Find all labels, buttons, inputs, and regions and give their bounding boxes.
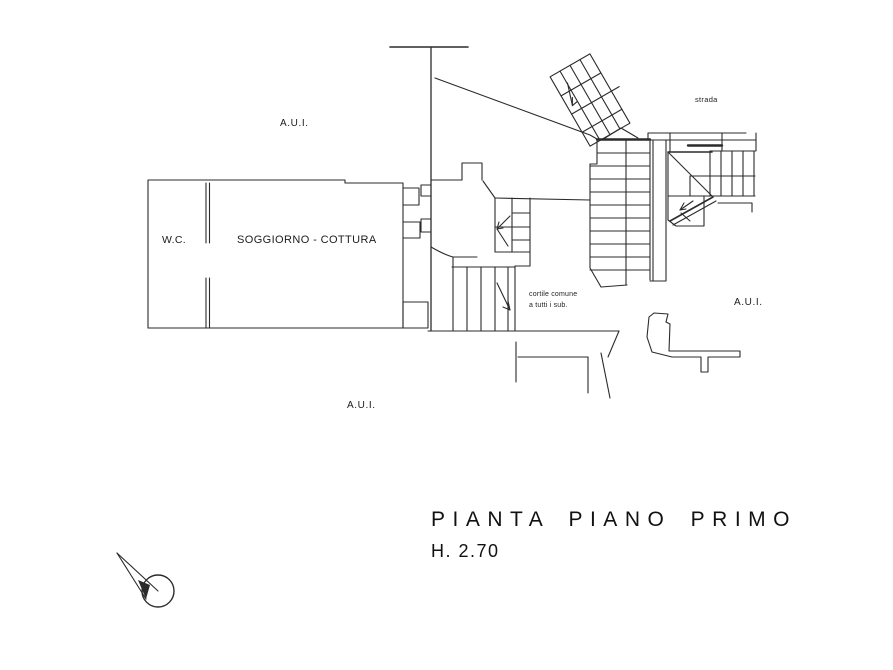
label-cortile-line1: cortile comune <box>529 291 578 298</box>
central-hall <box>430 162 591 268</box>
plan-height-note: H. 2.70 <box>431 541 500 561</box>
stair-main-flight <box>589 138 667 288</box>
stair-right-flight <box>709 150 756 213</box>
stair-small-centre <box>494 197 531 332</box>
label-cortile-line2: a tutti i sub. <box>529 302 568 309</box>
structure-bottom-right <box>646 312 741 373</box>
label-strada: strada <box>695 95 718 104</box>
plan-title: PIANTA PIANO PRIMO <box>431 508 797 531</box>
stair-external-rotated <box>549 53 631 147</box>
top-walls <box>595 127 757 153</box>
stair-winder <box>667 151 756 227</box>
label-room-wc: W.C. <box>162 234 186 246</box>
label-room-soggiorno: SOGGIORNO - COTTURA <box>237 234 377 246</box>
label-aui-top: A.U.I. <box>280 118 309 129</box>
label-cortile: cortile comune a tutti i sub. <box>529 289 577 311</box>
title-block: PIANTA PIANO PRIMO H. 2.70 <box>431 508 797 562</box>
room-soggiorno-outline <box>147 179 432 329</box>
label-aui-bottom: A.U.I. <box>347 400 376 411</box>
north-arrow-icon <box>116 552 175 608</box>
boundary-lines <box>389 46 598 332</box>
stair-bottom-centre <box>451 266 516 332</box>
label-aui-right: A.U.I. <box>734 297 763 308</box>
bottom-walls <box>427 330 620 399</box>
